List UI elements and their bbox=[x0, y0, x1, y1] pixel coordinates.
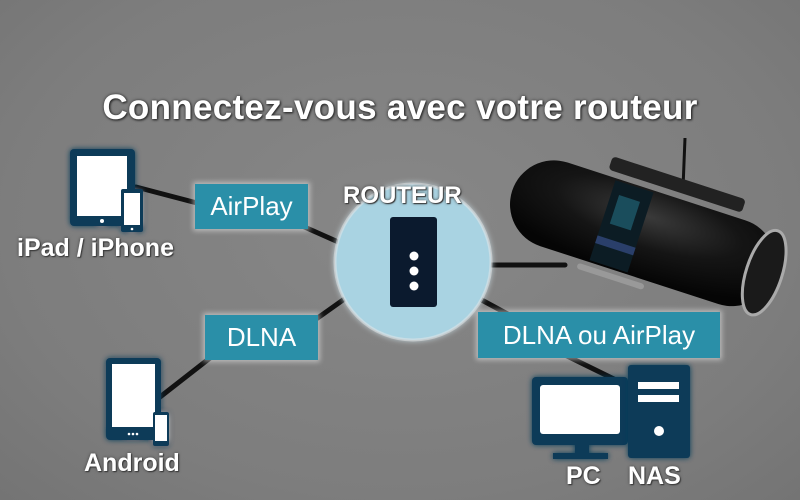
device-label-ipad-iphone: iPad / iPhone bbox=[17, 234, 174, 262]
protocol-label-dlna: DLNA bbox=[205, 315, 318, 360]
router-icon bbox=[390, 217, 437, 307]
pc-icon bbox=[532, 377, 628, 459]
android-tablet-icon bbox=[106, 358, 169, 446]
line-android-dlna bbox=[157, 355, 213, 400]
speaker-image bbox=[510, 137, 788, 317]
device-label-pc: PC bbox=[566, 462, 601, 490]
router-label: ROUTEUR bbox=[343, 182, 462, 209]
protocol-label-dlna-airplay: DLNA ou AirPlay bbox=[478, 312, 720, 358]
line-ipad-airplay bbox=[133, 184, 200, 206]
device-label-android: Android bbox=[84, 449, 180, 477]
router-node bbox=[333, 182, 493, 342]
page-title: Connectez-vous avec votre routeur bbox=[102, 88, 698, 127]
protocol-label-airplay: AirPlay bbox=[195, 184, 308, 229]
nas-icon bbox=[628, 365, 690, 458]
ipad-iphone-icon bbox=[70, 149, 143, 232]
device-label-nas: NAS bbox=[628, 462, 681, 490]
